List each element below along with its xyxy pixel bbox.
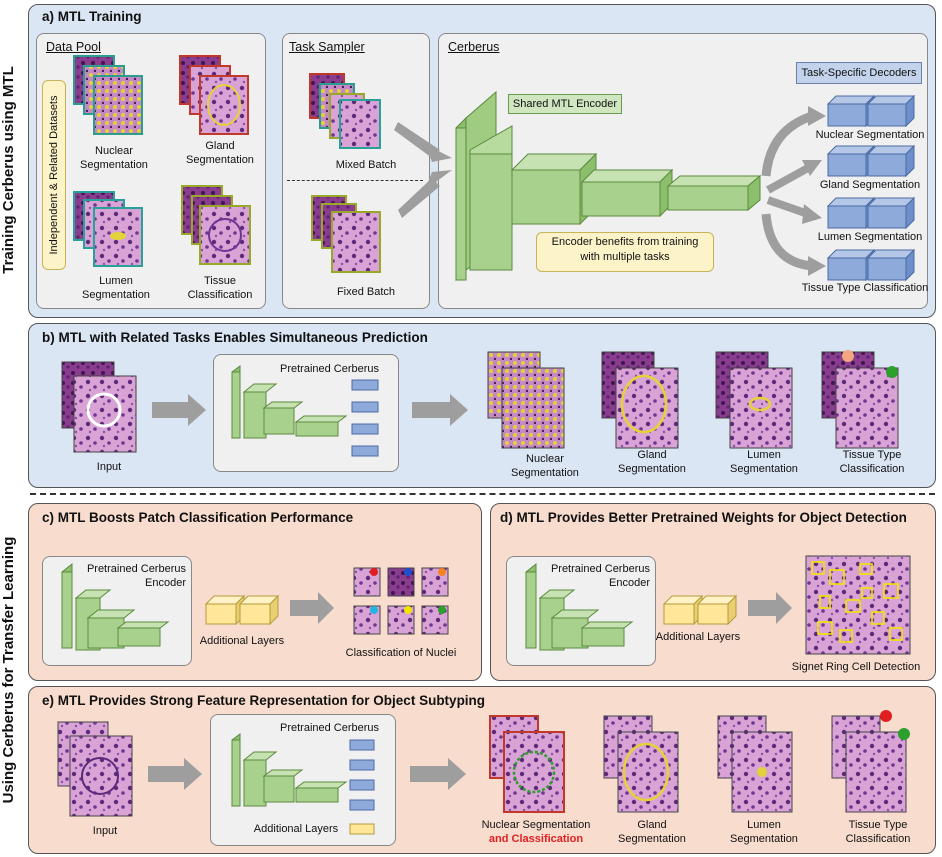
shared-encoder-label: Shared MTL Encoder [508,94,622,114]
panel-e-model-label: Pretrained Cerberus [280,722,380,734]
output-nuclear-seg: Nuclear Segmentation [815,129,925,141]
panel-e-output-lumen [717,715,793,813]
output-lumen-seg: Lumen Segmentation [817,231,923,243]
encoder-benefit-note: Encoder benefits from training with mult… [536,232,714,272]
data-pool-heading: Data Pool [46,40,101,54]
datasets-tag: Independent & Related Datasets [42,80,66,270]
panel-b-output-lumen [715,351,793,449]
cerberus-heading: Cerberus [448,40,500,54]
panel-d-additional-layers [662,594,738,626]
panel-b-model-label: Pretrained Cerberus [280,363,380,375]
panel-e-arrow-2 [410,758,466,790]
panel-d-encoder [525,562,634,651]
decoder-blocks [826,94,916,282]
panel-e-out-tissue: Tissue Type Classification [845,819,911,845]
panel-c-model-label: Pretrained Cerberus Encoder [86,563,186,589]
gland-dataset-stack [179,55,249,135]
panel-b-output-tissue [821,350,899,449]
panel-d-title: d) MTL Provides Better Pretrained Weight… [500,510,907,525]
decoders-label: Task-Specific Decoders [796,62,922,84]
panel-b-out-tissue: Tissue Type Classification [839,449,905,475]
panel-a-title: a) MTL Training [42,9,142,24]
panel-e-model-encoder [231,733,348,807]
panel-b-input-label: Input [96,461,122,473]
tissue-dataset-stack [181,185,251,265]
panel-b-input-stack [61,361,137,453]
label-tissue-dataset: Tissue Classification [187,275,253,301]
decoder-arrow-1 [761,111,814,177]
panel-d-layers-label: Additional Layers [655,631,741,643]
panel-b-output-gland [601,351,679,449]
panel-c-title: c) MTL Boosts Patch Classification Perfo… [42,510,354,525]
panel-e-out-lumen: Lumen Segmentation [730,819,798,845]
label-lumen-dataset: Lumen Segmentation [82,275,150,301]
label-mixed-batch: Mixed Batch [335,159,397,171]
panel-b-out-lumen: Lumen Segmentation [730,449,798,475]
panel-e-input-stack [57,721,133,817]
decoder-arrow-4 [761,213,813,271]
panel-e-input-label: Input [92,825,118,837]
panel-b-model-decoders [351,379,379,457]
fixed-batch-arrow [398,178,440,218]
lumen-dataset-stack [73,191,143,267]
nuclear-dataset-stack [73,55,143,135]
panel-e-layers-label: Additional Layers [253,823,339,835]
panel-e-out-gland: Gland Segmentation [618,819,686,845]
fixed-batch-stack [311,195,381,273]
panel-c-output-label: Classification of Nuclei [345,647,457,659]
panel-e-arrow-1 [148,758,202,790]
panel-d-model-label: Pretrained Cerberus Encoder [550,563,650,589]
panel-c-arrow [290,592,334,624]
panel-d-arrow [748,592,792,624]
panel-e-title: e) MTL Provides Strong Feature Represent… [42,693,486,708]
panel-b-arrow-2 [412,394,468,426]
panel-b-arrow-1 [152,394,206,426]
section-divider [30,493,935,495]
panel-c-additional-layers [204,594,280,626]
nuclei-patches [353,567,449,635]
panel-e-out-nuclear: Nuclear Segmentation [481,819,591,831]
panel-b-output-nuclear [487,351,565,449]
panel-b-out-gland: Gland Segmentation [618,449,686,475]
label-fixed-batch: Fixed Batch [336,286,396,298]
panel-c-encoder [61,562,170,651]
task-sampler-heading: Task Sampler [289,40,365,54]
panel-c-layers-label: Additional Layers [199,635,285,647]
panel-e-output-tissue [831,710,910,813]
signet-ring-patch [805,555,911,655]
output-tissue-class: Tissue Type Classification [801,282,929,294]
panel-e-output-gland [603,715,679,813]
panel-b-out-nuclear: Nuclear Segmentation [511,453,579,479]
panel-e-model-decoders [349,739,375,835]
output-gland-seg: Gland Segmentation [819,179,921,191]
shared-encoder-blocks [455,90,762,282]
decoder-arrow-2 [766,164,810,194]
panel-b-model-encoder [231,365,348,439]
mixed-batch-stack [309,73,381,149]
panel-e-output-nuclear [489,715,565,813]
panel-b-title: b) MTL with Related Tasks Enables Simult… [42,330,428,345]
decoder-arrow-3 [766,196,810,218]
sampler-divider [287,180,423,181]
label-nuclear-dataset: Nuclear Segmentation [80,145,148,171]
panel-d-output-label: Signet Ring Cell Detection [791,661,921,673]
panel-e-out-highlight: and Classification [488,833,584,845]
label-gland-dataset: Gland Segmentation [186,140,254,166]
